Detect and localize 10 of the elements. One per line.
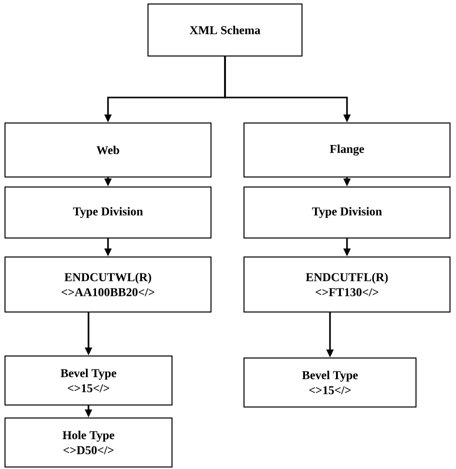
process-box: ENDCUTFL(R) <>FT130</> (244, 256, 450, 312)
process-box: Hole Type <>D50</> (4, 418, 172, 468)
process-box: ENDCUTWL(R) <>AA100BB20</> (4, 256, 212, 312)
process-box: XML Schema (148, 4, 302, 56)
process-box: Web (4, 122, 212, 178)
process-box: Bevel Type <>15</> (4, 356, 172, 406)
process-box: Flange (244, 122, 450, 178)
process-box: Type Division (4, 186, 212, 238)
process-box: Bevel Type <>15</> (244, 358, 416, 408)
process-box: Type Division (244, 186, 450, 238)
